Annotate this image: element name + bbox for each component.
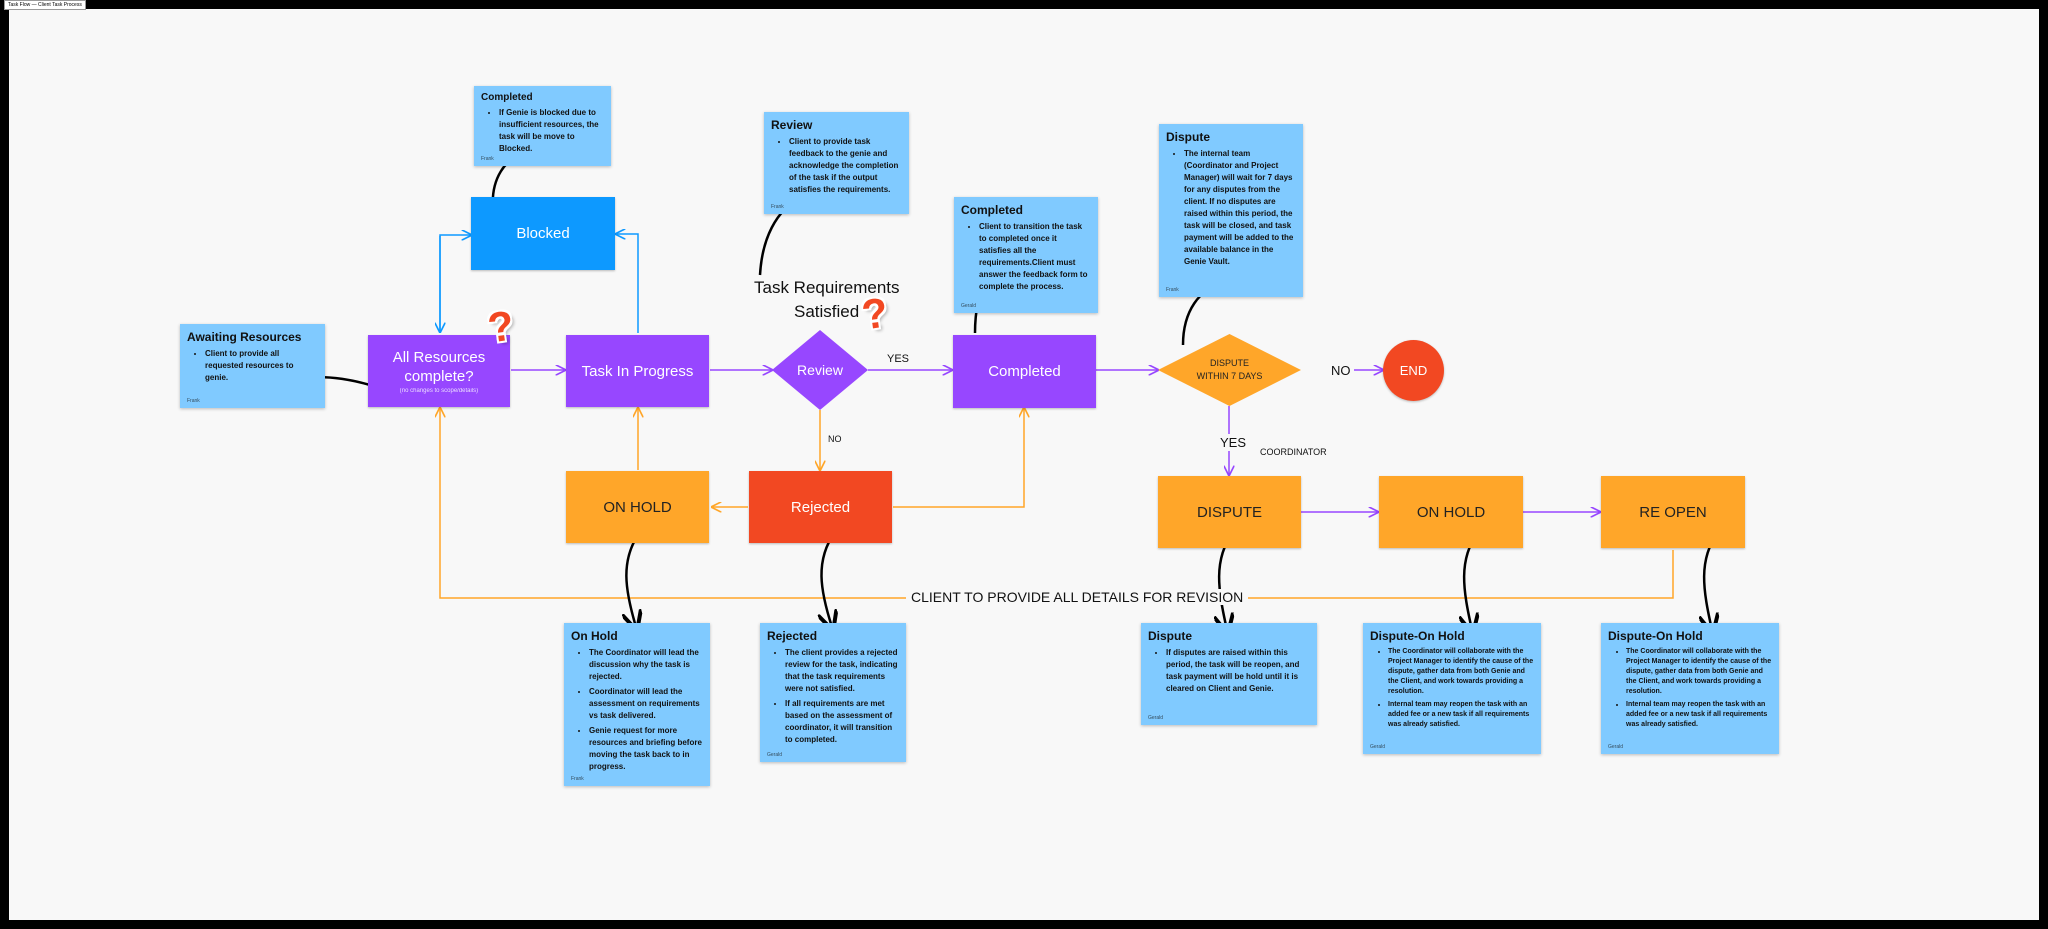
note-title: Review	[771, 118, 813, 132]
note-author: Frank	[571, 776, 584, 782]
note-title: Dispute	[1166, 130, 1211, 144]
note-item: The client provides a rejected review fo…	[785, 647, 899, 695]
note-title: Awaiting Resources	[187, 330, 302, 344]
note-item: The internal team (Coordinator and Proje…	[1184, 148, 1296, 268]
label-task-requirements-line1: Task Requirements	[754, 278, 900, 297]
note-title: Completed	[961, 203, 1024, 217]
node-review-label: Review	[797, 362, 843, 378]
note-dispute-bottom[interactable]: Dispute If disputes are raised within th…	[1141, 623, 1317, 725]
whiteboard-canvas[interactable]	[9, 9, 2039, 920]
note-item: If Genie is blocked due to insufficient …	[499, 107, 604, 155]
note-author: Frank	[187, 398, 200, 404]
dispute-diamond-shape	[1158, 334, 1301, 406]
node-end[interactable]: END	[1383, 340, 1444, 401]
note-title: Completed	[481, 92, 533, 103]
label-yes-review: YES	[887, 353, 910, 365]
note-item: The Coordinator will collaborate with th…	[1388, 647, 1534, 697]
note-title: Dispute	[1148, 629, 1193, 643]
node-rejected-label: Rejected	[790, 498, 851, 516]
label-task-requirements-line2: Satisfied	[794, 302, 860, 321]
note-author: Gerald	[1608, 744, 1624, 750]
node-dispute-on-hold-label: ON HOLD	[1416, 503, 1486, 521]
note-title: Dispute-On Hold	[1608, 629, 1703, 643]
node-on-hold-label: ON HOLD	[603, 498, 672, 516]
review-diamond-shape	[772, 330, 868, 410]
node-completed-label: Completed	[988, 363, 1061, 380]
node-dispute[interactable]: DISPUTE	[1158, 476, 1301, 548]
node-task-in-progress[interactable]: Task In Progress	[566, 335, 709, 407]
node-re-open-label: RE OPEN	[1639, 503, 1707, 521]
note-item: Internal team may reopen the task with a…	[1626, 700, 1772, 730]
node-dispute-decision[interactable]: DISPUTE WITHIN 7 DAYS	[1158, 334, 1301, 406]
note-awaiting-resources[interactable]: Awaiting Resources Client to provide all…	[180, 324, 325, 408]
note-title: Rejected	[767, 629, 818, 643]
node-all-resources-sub: (no changes to scope/details)	[399, 388, 479, 394]
node-dispute-label: DISPUTE	[1196, 503, 1262, 521]
label-revision: CLIENT TO PROVIDE ALL DETAILS FOR REVISI…	[906, 589, 1249, 605]
note-item: Client to provide task feedback to the g…	[789, 136, 902, 196]
note-on-hold[interactable]: On Hold The Coordinator will lead the di…	[564, 623, 710, 786]
note-item: Client to transition the task to complet…	[979, 221, 1091, 293]
note-author: Frank	[481, 156, 494, 162]
note-item: The Coordinator will lead the discussion…	[589, 647, 703, 683]
node-blocked-label: Blocked	[516, 225, 570, 242]
note-author: Gerald	[767, 752, 783, 758]
node-completed[interactable]: Completed	[953, 335, 1096, 408]
note-item: If all requirements are met based on the…	[785, 698, 899, 746]
label-yes-dispute: YES	[1218, 434, 1249, 451]
note-item: If disputes are raised within this perio…	[1166, 647, 1310, 695]
note-item: Client to provide all requested resource…	[205, 348, 318, 384]
node-end-label: END	[1399, 363, 1428, 378]
node-review[interactable]: Review	[772, 330, 868, 410]
node-all-resources[interactable]: All Resources complete? (no changes to s…	[368, 335, 510, 407]
note-dispute-on-hold-2[interactable]: Dispute-On Hold The Coordinator will col…	[1601, 623, 1779, 754]
note-dispute-top[interactable]: Dispute The internal team (Coordinator a…	[1159, 124, 1303, 297]
note-completed[interactable]: Completed Client to transition the task …	[954, 197, 1098, 313]
note-author: Gerald	[1370, 744, 1386, 750]
note-item: The Coordinator will collaborate with th…	[1626, 647, 1772, 697]
note-completed-blocked[interactable]: Completed If Genie is blocked due to ins…	[474, 86, 611, 166]
note-rejected[interactable]: Rejected The client provides a rejected …	[760, 623, 906, 762]
node-dispute-decision-label: DISPUTE WITHIN 7 DAYS	[1196, 358, 1263, 381]
node-on-hold[interactable]: ON HOLD	[566, 471, 709, 543]
note-item: Coordinator will lead the assessment on …	[589, 686, 703, 722]
label-coordinator: COORDINATOR	[1260, 447, 1327, 457]
note-review[interactable]: Review Client to provide task feedback t…	[764, 112, 909, 214]
note-item: Internal team may reopen the task with a…	[1388, 700, 1534, 730]
node-rejected[interactable]: Rejected	[749, 471, 892, 543]
node-dispute-on-hold[interactable]: ON HOLD	[1379, 476, 1523, 548]
node-task-in-progress-label: Task In Progress	[581, 362, 694, 380]
note-author: Frank	[771, 204, 784, 210]
note-author: Gerald	[1148, 715, 1164, 721]
note-author: Gerald	[961, 303, 977, 309]
note-item: Genie request for more resources and bri…	[589, 725, 703, 773]
note-author: Frank	[1166, 287, 1179, 293]
note-title: Dispute-On Hold	[1370, 629, 1465, 643]
node-blocked[interactable]: Blocked	[471, 197, 615, 270]
label-no-dispute: NO	[1331, 363, 1351, 378]
label-no-review: NO	[828, 434, 842, 444]
node-all-resources-label: All Resources complete?	[392, 349, 486, 385]
window-title: Task Flow — Client Task Process	[4, 0, 86, 10]
note-dispute-on-hold-1[interactable]: Dispute-On Hold The Coordinator will col…	[1363, 623, 1541, 754]
note-title: On Hold	[571, 629, 618, 643]
node-re-open[interactable]: RE OPEN	[1601, 476, 1745, 548]
